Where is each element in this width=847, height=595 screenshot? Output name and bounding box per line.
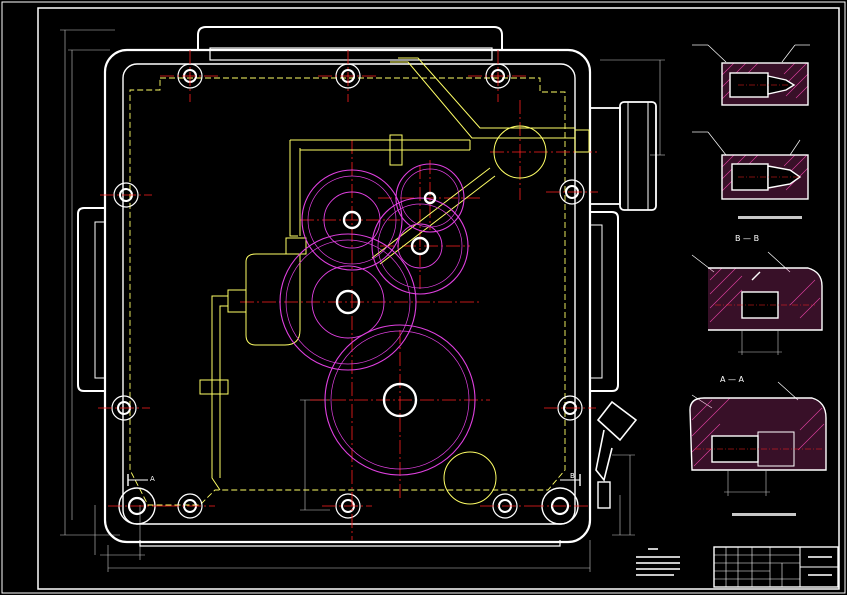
right-shaft-boss: [589, 101, 657, 211]
main-view: A B: [60, 26, 665, 572]
dimension-lines: [60, 29, 665, 572]
view-marker-left: A: [127, 474, 155, 486]
shaft-bore: [382, 382, 418, 418]
idler-arm: [371, 167, 491, 259]
gear-train: [279, 163, 476, 476]
right-mounting-ear: [590, 211, 619, 392]
view-marker-right: B: [560, 472, 581, 486]
breather-plug: [595, 400, 638, 482]
gear-upper-left: [301, 169, 403, 271]
section-b-b: B — B: [691, 234, 823, 355]
marker-b-label: B: [570, 472, 575, 480]
shaft-bores: [335, 191, 437, 418]
oil-channel: [199, 57, 590, 491]
right-side-plug: [597, 481, 611, 509]
shaft-bore: [410, 236, 430, 256]
top-cover-flange: [197, 26, 503, 50]
title-block: [713, 546, 839, 588]
shaft-bore: [423, 191, 437, 205]
detail-view-2: [692, 131, 809, 219]
sheet-inner-frame: [37, 7, 840, 590]
detail-view-1: [692, 44, 810, 106]
centerlines: [98, 50, 600, 540]
gearbox-housing-outer: [103, 48, 592, 544]
section-a-a: A — A: [689, 375, 827, 516]
technical-notes: [636, 548, 680, 576]
left-mounting-ear: [77, 207, 105, 392]
gear-upper-small: [395, 163, 465, 233]
bearing-outlines: [443, 125, 547, 505]
gear-middle-right: [371, 197, 469, 295]
gear-large-center: [279, 233, 417, 371]
top-cover-inner: [209, 47, 493, 61]
section-b-b-title: B — B: [735, 234, 759, 243]
gear-bottom-large: [324, 324, 476, 476]
shaft-bore: [335, 289, 361, 315]
hidden-cavity-outline: [129, 77, 566, 506]
marker-a-label: A: [150, 475, 155, 483]
base-plate: [139, 540, 561, 547]
shaft-bore: [342, 210, 362, 230]
section-a-a-title: A — A: [720, 375, 745, 384]
